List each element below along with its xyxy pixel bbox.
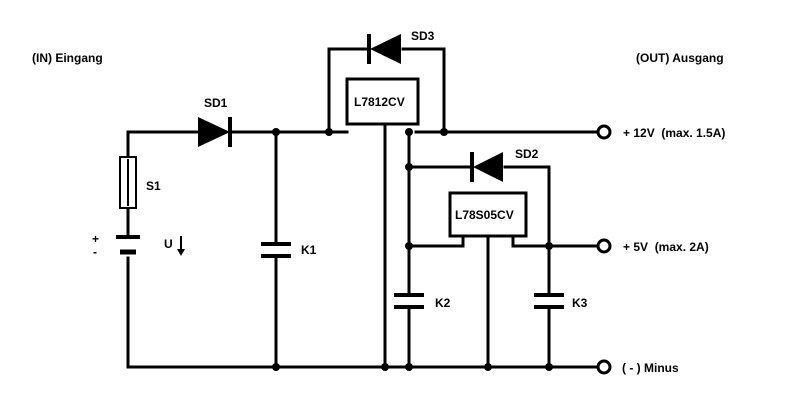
diode-sd3: SD3 [367,29,435,64]
wire-sd3-loop [327,47,446,134]
output-5v-label: + 5V (max. 2A) [623,240,709,254]
terminal-5v [596,238,612,254]
wire-sd2-loop [407,165,551,369]
junction-dot [272,363,280,371]
fuse-s1: S1 [119,156,161,209]
junction-dot [440,128,448,136]
junction-dot [545,363,553,371]
output-minus-label: ( - ) Minus [622,361,679,375]
regulator-l7812cv: L7812CV [345,77,420,126]
regulator-l78s05cv: L78S05CV [448,191,528,238]
junction-dot [405,128,413,136]
junction-dot [272,128,280,136]
junction-dot [325,128,333,136]
junctions [272,128,553,371]
junction-dot [381,363,389,371]
capacitor-k1-label: K1 [301,243,317,257]
junction-dot [405,242,413,250]
junction-dot [545,242,553,250]
wires [126,47,600,369]
wire-reg5-in [407,234,465,248]
diode-sd1: SD1 [198,96,232,147]
junction-dot [484,363,492,371]
capacitor-k3-label: K3 [572,296,588,310]
diode-sd3-label: SD3 [411,29,435,43]
voltage-arrowhead [177,249,185,256]
terminal-12v [596,124,612,140]
wire-input-left [126,130,387,369]
capacitor-k2-label: K2 [435,296,451,310]
diode-sd2: SD2 [470,147,539,182]
junction-dot [405,163,413,171]
battery-minus-sign: - [93,245,97,259]
regulator-5-label: L78S05CV [455,208,514,222]
input-title: (IN) Eingang [32,51,103,65]
capacitor-k3: K3 [534,293,588,310]
capacitor-k2: K2 [394,293,451,310]
fuse-label: S1 [146,179,161,193]
output-title: (OUT) Ausgang [636,51,724,65]
diode-sd1-label: SD1 [204,96,228,110]
voltage-label: U [164,237,173,251]
terminal-minus [596,359,612,375]
diode-sd2-label: SD2 [515,147,539,161]
battery-plus-sign: + [92,232,99,246]
junction-dot [405,363,413,371]
output-12v-label: + 12V (max. 1.5A) [623,126,725,140]
capacitor-k1: K1 [261,242,317,258]
regulator-12-label: L7812CV [354,95,405,109]
battery: + - U [92,232,185,259]
wire-reg5-out [511,234,600,248]
